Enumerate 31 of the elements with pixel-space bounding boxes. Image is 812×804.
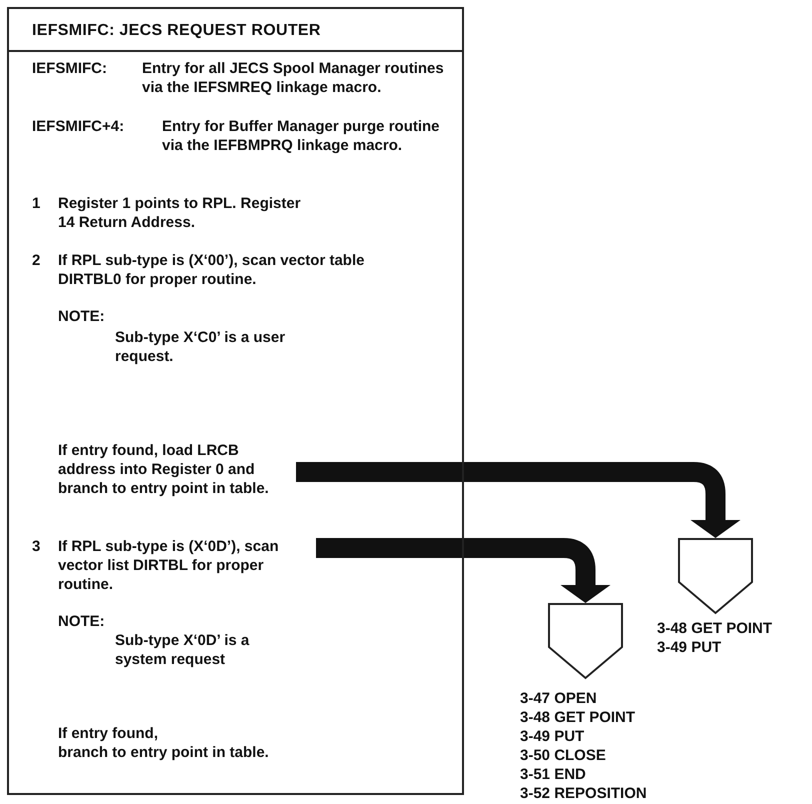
description-text: Sub-type X‘C0’ is a user request. bbox=[115, 328, 286, 366]
description-text: Register 1 points to RPL. Register 14 Return Address. bbox=[58, 194, 302, 232]
description-text: Entry for Buffer Manager purge routine via the IEFBMPRQ linkage macro. bbox=[162, 117, 441, 155]
page-reference: 3-49 PUT bbox=[657, 638, 722, 657]
step-number: 3 bbox=[32, 537, 40, 557]
note-label: NOTE: bbox=[58, 307, 105, 326]
process-box bbox=[7, 7, 464, 795]
description-text: If RPL sub-type is (X‘00’), scan vector table DIRTBL0 for proper routine. bbox=[58, 251, 366, 289]
description-text: If entry found, bbox=[58, 724, 158, 743]
description-text: Sub-type X‘0D’ is a system request bbox=[115, 631, 250, 669]
step-number: 1 bbox=[32, 194, 40, 213]
step-number: 2 bbox=[32, 251, 40, 270]
page-reference: 3-52 REPOSITION bbox=[520, 784, 647, 803]
page-reference: 3-50 CLOSE bbox=[520, 746, 607, 765]
page-reference: 3-48 GET POINT bbox=[657, 619, 772, 638]
step-text: If RPL sub-type is (X‘0D’), scan vector list DIRTBL for proper routine. bbox=[58, 537, 280, 594]
flow-arrow bbox=[296, 462, 740, 538]
page-reference: 3-49 PUT bbox=[520, 727, 586, 746]
step-text: If entry found, load LRCB address into Register 0 and branch to entry point in table. bbox=[58, 441, 296, 498]
page-reference: 3-48 GET POINT bbox=[520, 708, 636, 727]
description-text: Entry for all JECS Spool Manager routines via the IEFSMREQ linkage macro. bbox=[142, 59, 445, 97]
entry-label: IEFSMIFC+4: bbox=[32, 117, 124, 136]
box-header: IEFSMIFC: JECS REQUEST ROUTER bbox=[9, 9, 462, 52]
page-reference: 3-51 END bbox=[520, 765, 587, 784]
offpage-connector bbox=[678, 538, 753, 614]
offpage-connector bbox=[548, 603, 623, 679]
description-text: branch to entry point in table. bbox=[58, 743, 270, 762]
page-reference: 3-47 OPEN bbox=[520, 689, 598, 708]
entry-label: IEFSMIFC: bbox=[32, 59, 107, 78]
note-label: NOTE: bbox=[58, 612, 105, 631]
flow-arrow bbox=[316, 538, 610, 603]
